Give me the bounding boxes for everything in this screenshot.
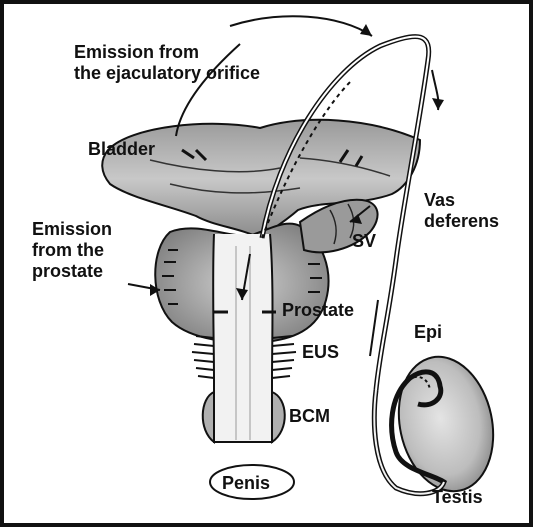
label-sv: SV [352,231,376,252]
urethra-shaft [213,234,272,442]
label-bcm: BCM [289,406,330,427]
label-line: Emission [32,219,112,240]
label-line: prostate [32,261,112,282]
label-epi: Epi [414,322,442,343]
testis-shape [387,348,505,500]
label-emission-ejaculatory: Emission from the ejaculatory orifice [74,42,260,84]
label-eus: EUS [302,342,339,363]
label-vas-deferens: Vas deferens [424,190,499,232]
label-bladder: Bladder [88,139,155,160]
label-line: the ejaculatory orifice [74,63,260,84]
label-line: from the [32,240,112,261]
bcm-right [272,392,285,442]
label-emission-prostate: Emission from the prostate [32,219,112,282]
label-line: Vas [424,190,499,211]
label-testis: Testis [432,487,483,508]
label-line: deferens [424,211,499,232]
label-line: Emission from [74,42,260,63]
vas-marker-line [370,300,378,356]
label-penis: Penis [222,473,270,494]
bcm-left [203,392,214,442]
label-prostate: Prostate [282,300,354,321]
